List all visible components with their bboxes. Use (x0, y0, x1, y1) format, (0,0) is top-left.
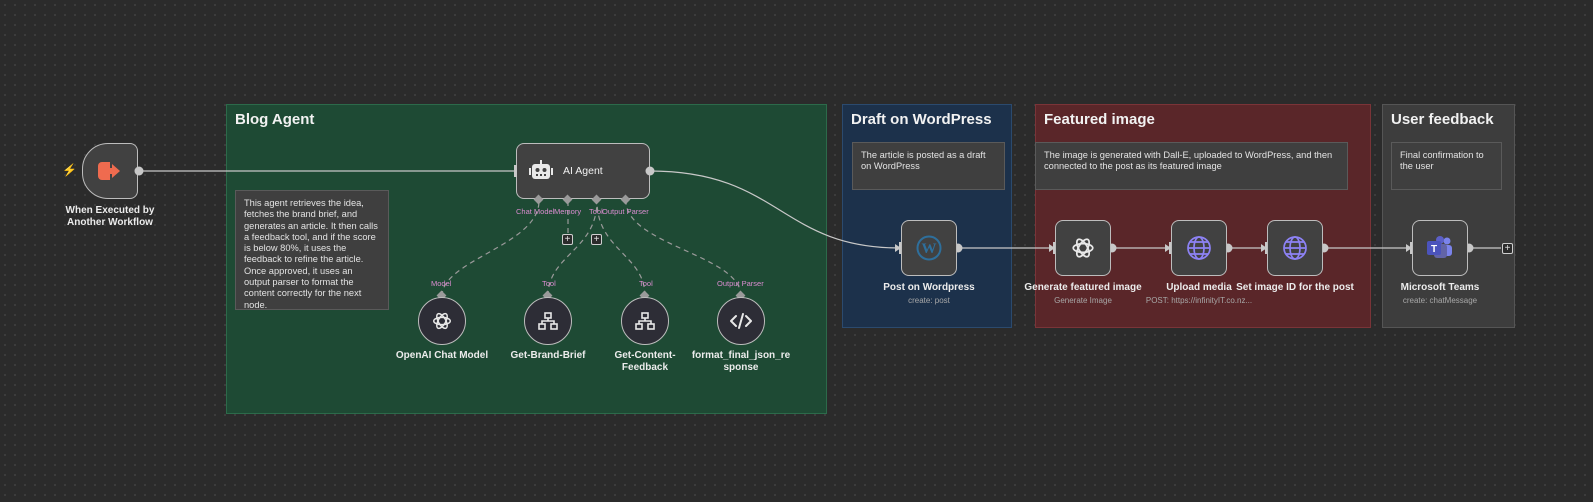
trigger-bolt-icon: ⚡ (62, 163, 77, 177)
wordpress-icon: W (916, 235, 942, 261)
input-handle (1053, 242, 1056, 254)
svg-text:T: T (1431, 244, 1437, 255)
arrow-head (1165, 244, 1171, 252)
sitemap-icon (635, 312, 655, 330)
sticky-note-blog-agent[interactable]: This agent retrieves the idea, fetches t… (235, 190, 389, 310)
group-title: Featured image (1044, 111, 1155, 128)
node-get-brand-brief[interactable] (524, 297, 572, 345)
add-next-node-button[interactable]: + (1502, 243, 1513, 254)
node-microsoft-teams[interactable]: T (1412, 220, 1468, 276)
port-label-tool: Tool (589, 207, 603, 216)
port-label-memory: Memory (554, 207, 582, 216)
teams-icon: T (1427, 236, 1452, 258)
group-user-feedback[interactable]: User feedback (1382, 104, 1515, 328)
sticky-note-featured[interactable]: The image is generated with Dall-E, uplo… (1035, 142, 1348, 190)
input-handle (1265, 242, 1268, 254)
port-output-parser (620, 194, 631, 205)
node-label-format-json: format_final_json_response (691, 350, 791, 373)
port-label-output-parser: Output Parser (602, 207, 649, 216)
arrow-head (895, 244, 901, 252)
sub-port-label-tool-2: Tool (639, 279, 653, 288)
sticky-note-draft[interactable]: The article is posted as a draft on Word… (852, 142, 1005, 190)
connection-brief-agent (547, 200, 598, 297)
sitemap-icon (538, 312, 558, 330)
input-handle (1169, 242, 1172, 254)
node-trigger[interactable] (82, 143, 138, 199)
node-label-content-feedback: Get-Content-Feedback (614, 350, 676, 373)
sub-port-label-tool: Tool (542, 279, 556, 288)
node-openai-chat-model[interactable] (418, 297, 466, 345)
group-title: Blog Agent (235, 111, 315, 128)
node-label-trigger: When Executed by Another Workflow (65, 205, 155, 228)
add-memory-button[interactable]: + (562, 234, 573, 245)
globe-icon (1187, 236, 1211, 260)
node-sublabel-post-wordpress: create: post (908, 296, 950, 305)
port-label-chat-model: Chat Model (516, 207, 555, 216)
arrow-head (1049, 244, 1055, 252)
sub-port-label-output-parser: Output Parser (717, 279, 764, 288)
node-sublabel-upload-media: POST: https://infinityIT.co.nz... (1145, 296, 1253, 305)
node-label-generate-image: Generate featured image (1024, 282, 1142, 293)
svg-text:W: W (922, 241, 937, 257)
connection-agent-wordpress (649, 170, 901, 249)
code-icon (730, 313, 752, 329)
sub-port-label-model: Model (431, 279, 452, 288)
node-format-json[interactable] (717, 297, 765, 345)
node-label-agent: AI Agent (563, 165, 603, 177)
node-label-brand-brief: Get-Brand-Brief (510, 350, 586, 361)
input-handle (1410, 242, 1413, 254)
output-handle (645, 166, 655, 176)
node-label-openai: OpenAI Chat Model (395, 350, 489, 361)
node-ai-agent[interactable]: AI Agent (516, 143, 650, 199)
port-memory (562, 194, 573, 205)
node-label-teams: Microsoft Teams (1400, 282, 1480, 293)
node-upload-media[interactable] (1171, 220, 1227, 276)
node-sublabel-teams: create: chatMessage (1402, 296, 1478, 305)
group-featured-image[interactable]: Featured image (1035, 104, 1371, 328)
openai-icon (1072, 238, 1094, 258)
port-chat-model (533, 194, 544, 205)
robot-icon (529, 160, 553, 179)
connection-model-agent (441, 200, 540, 297)
sign-in-arrow-icon (98, 162, 120, 180)
sticky-note-feedback[interactable]: Final confirmation to the user (1391, 142, 1502, 190)
group-draft-wordpress[interactable]: Draft on WordPress (842, 104, 1012, 328)
input-handle (899, 242, 902, 254)
arrow-head (1261, 244, 1267, 252)
node-label-post-wordpress: Post on Wordpress (883, 282, 975, 293)
group-title: User feedback (1391, 111, 1494, 128)
globe-icon (1283, 236, 1307, 260)
output-handle (134, 166, 144, 176)
node-generate-image[interactable] (1055, 220, 1111, 276)
arrow-head (1406, 244, 1412, 252)
node-sublabel-generate-image: Generate Image (1054, 296, 1112, 305)
node-label-set-image-id: Set image ID for the post (1236, 282, 1354, 293)
add-tool-button[interactable]: + (591, 234, 602, 245)
node-post-wordpress[interactable]: W (901, 220, 957, 276)
openai-icon (433, 312, 451, 330)
node-get-content-feedback[interactable] (621, 297, 669, 345)
connection-feedback-agent (596, 200, 646, 297)
group-title: Draft on WordPress (851, 111, 992, 128)
node-set-image-id[interactable] (1267, 220, 1323, 276)
node-label-upload-media: Upload media (1166, 282, 1232, 293)
input-handle (514, 165, 517, 177)
port-tool (591, 194, 602, 205)
